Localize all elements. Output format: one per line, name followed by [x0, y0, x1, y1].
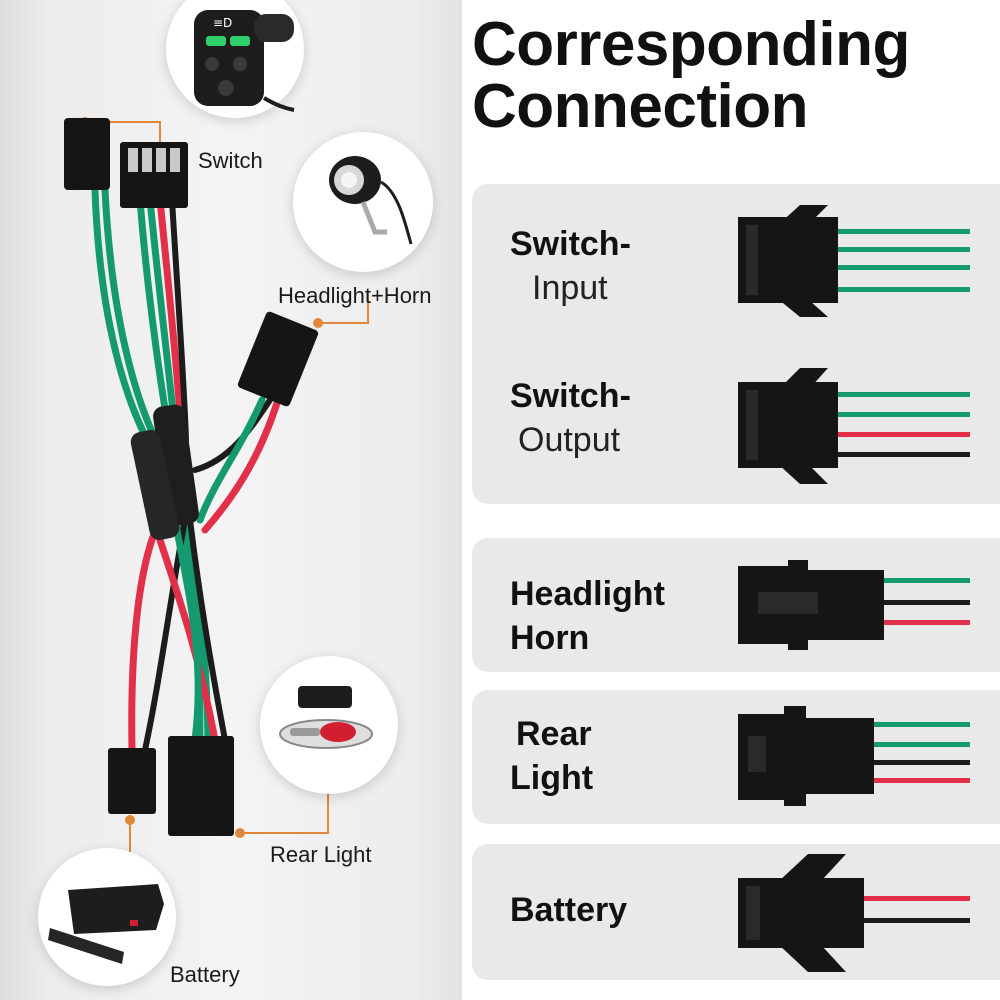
headlight-image [329, 156, 413, 245]
headlight-photo-bubble [293, 132, 433, 272]
product-photo-panel: ≡D Switch Headlight+Horn Rear Light Batt… [0, 0, 462, 1000]
battery-card [472, 844, 1000, 980]
battery-connector-diagram [738, 854, 970, 972]
heat-shrink-sleeves [130, 404, 199, 541]
switch-photo-bubble: ≡D [166, 0, 304, 118]
rear-light-photo-bubble [260, 656, 398, 794]
switch-button-label: ≡D [213, 16, 233, 30]
headlight-horn-label: Headlight+Horn [278, 283, 432, 308]
rear-light-card [472, 690, 1000, 824]
page-title-line1: Corresponding [472, 10, 910, 79]
rear-light-connector-diagram [738, 706, 970, 806]
rear-light-connector [168, 736, 234, 836]
switch-output-connector-diagram [738, 368, 970, 484]
headlight-horn-connection-label: Headlight Horn [510, 575, 665, 657]
switch-input-connector [64, 118, 110, 190]
handlebar-switch-image [194, 10, 295, 112]
page-title-line2: Connection [472, 72, 808, 141]
headlight-horn-connector-diagram [738, 560, 970, 650]
switch-input-connector-diagram [738, 205, 970, 317]
rear-light-label: Rear Light [270, 842, 372, 867]
switch-output-label: Switch- Output [510, 377, 631, 459]
page-title: Corresponding Connection [472, 14, 992, 138]
switch-connections-card [472, 184, 1000, 504]
battery-photo-bubble [38, 848, 176, 986]
battery-label: Battery [170, 962, 240, 987]
headlight-horn-connector [237, 311, 319, 407]
rear-light-image [279, 686, 373, 749]
battery-connector [108, 748, 156, 814]
harness-connectors [64, 118, 319, 836]
wiring-harness-illustration [64, 117, 369, 858]
battery-connection-label: Battery [510, 891, 628, 929]
battery-image [48, 884, 164, 964]
switch-label: Switch [198, 148, 263, 173]
switch-input-label: Switch- Input [510, 225, 631, 307]
rear-light-connection-label: Rear Light [510, 715, 594, 797]
